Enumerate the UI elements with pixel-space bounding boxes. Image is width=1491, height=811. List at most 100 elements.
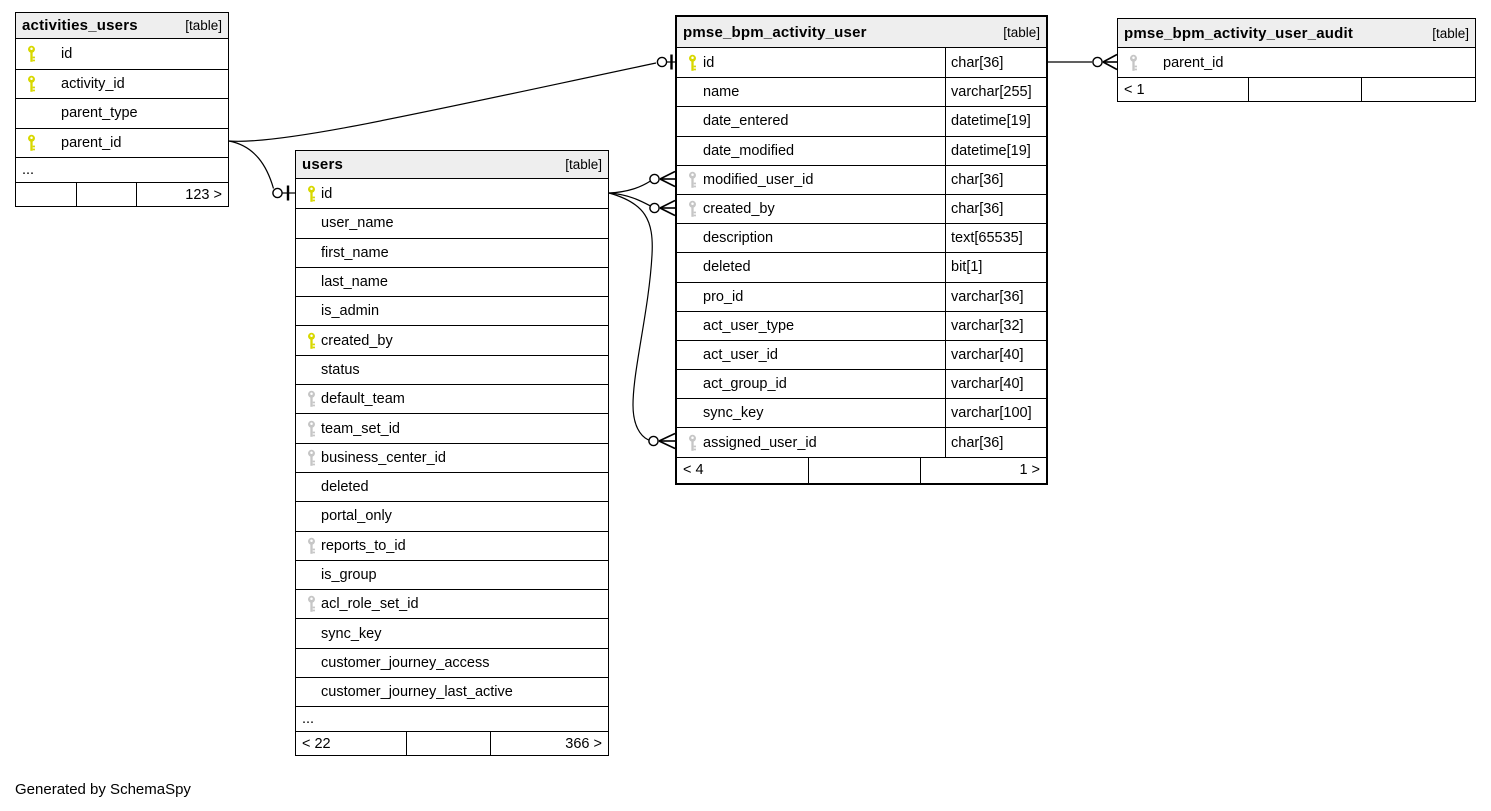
column-name: act_user_type [703,317,795,334]
column-row-activity_id: activity_id [16,68,228,99]
column-type: char[36] [945,194,1046,224]
column-row-id: id [16,39,228,69]
foreign-key-icon [677,200,703,218]
column-name: id [703,54,715,71]
outgoing-count: 1 > [920,457,1046,483]
column-row-pro_id: pro_id varchar[36] [677,281,1046,311]
column-name: is_group [321,567,377,583]
column-type: char[36] [945,48,1046,78]
column-row-customer_journey_last_active: customer_journey_last_active [296,677,608,707]
incoming-count [16,183,76,206]
column-name: assigned_user_id [703,434,817,451]
table-type-tag: [table] [565,157,602,172]
column-row-deleted: deleted bit[1] [677,252,1046,282]
relationship-users-id-to-assigned_user_id [608,192,676,450]
column-name: activity_id [61,75,125,92]
footer-spacer [1248,78,1361,101]
table-type-tag: [table] [1432,25,1469,41]
column-type: text[65535] [945,224,1046,253]
column-name: portal_only [321,508,392,525]
column-name: parent_id [1163,54,1224,71]
footer-spacer [76,183,136,207]
column-name: sync_key [321,625,382,642]
footer-spacer [808,457,920,483]
incoming-count: < 4 [683,462,704,479]
column-type: datetime[19] [945,107,1046,136]
incoming-count: < 1 [1124,81,1145,98]
column-row-parent_type: parent_type [16,98,228,128]
column-name: description [703,230,774,247]
column-row-portal_only: portal_only [296,501,608,531]
primary-key-icon [296,185,321,203]
column-row-business_center_id: business_center_id [296,442,608,472]
column-name: customer_journey_last_active [321,684,513,701]
outgoing-count [1361,78,1475,101]
primary-key-icon [16,45,61,63]
table-name[interactable]: pmse_bpm_activity_user [683,23,867,41]
column-name: act_user_id [703,346,778,363]
primary-key-icon [296,332,321,350]
primary-key-icon [16,75,61,93]
column-row-parent_id: parent_id [1118,48,1475,77]
column-name: created_by [321,332,393,349]
truncated-columns-indicator: ... [16,157,228,183]
column-name: name [703,84,740,101]
primary-key-icon [16,134,61,152]
table-name[interactable]: activities_users [22,17,138,34]
column-name: id [61,45,73,62]
relationship-parent_id-to-users-id [228,140,295,201]
column-type: varchar[32] [945,311,1046,340]
column-row-first_name: first_name [296,237,608,267]
column-row-deleted: deleted [296,471,608,502]
column-name: acl_role_set_id [321,596,419,613]
column-row-default_team: default_team [296,384,608,414]
outgoing-count: 366 > [490,732,608,756]
column-row-id: id char[36] [677,48,1046,78]
column-row-act_user_type: act_user_type varchar[32] [677,310,1046,340]
column-name: date_entered [703,113,789,130]
column-row-id: id [296,179,608,209]
column-type: varchar[100] [945,399,1046,428]
column-type: varchar[36] [945,282,1046,311]
column-name: reports_to_id [321,537,406,554]
column-name: default_team [321,391,405,408]
column-name: is_admin [321,303,380,320]
foreign-key-icon [677,434,703,452]
relationship-users-id-to-created_by [608,192,676,217]
table-stats-footer: < 1 [1118,77,1475,101]
column-name: last_name [321,274,388,291]
relationship-parent_id-to-pmse-id [228,54,676,142]
column-row-acl_role_set_id: acl_role_set_id [296,589,608,619]
foreign-key-icon [1118,54,1163,72]
table-name[interactable]: pmse_bpm_activity_user_audit [1124,24,1354,42]
column-row-description: description text[65535] [677,223,1046,253]
outgoing-count: 123 > [136,183,228,207]
column-row-user_name: user_name [296,208,608,238]
column-name: deleted [703,259,751,276]
column-name: modified_user_id [703,171,814,188]
column-name: act_group_id [703,376,787,393]
column-type: bit[1] [945,253,1046,282]
column-row-status: status [296,354,608,385]
entity-table-pmse_bpm_activity_user_audit[interactable]: pmse_bpm_activity_user_audit [table] paren… [1117,18,1476,102]
relationship-users-id-to-modified_user_id [608,170,676,194]
column-row-team_set_id: team_set_id [296,413,608,443]
column-name: pro_id [703,288,744,305]
column-row-last_name: last_name [296,266,608,297]
column-name: sync_key [703,405,764,422]
column-row-sync_key: sync_key varchar[100] [677,398,1046,428]
table-name[interactable]: users [302,156,344,173]
footer-spacer [406,732,490,756]
column-name: id [321,185,333,202]
table-stats-footer: 123 > [16,182,228,207]
column-name: team_set_id [321,420,400,437]
